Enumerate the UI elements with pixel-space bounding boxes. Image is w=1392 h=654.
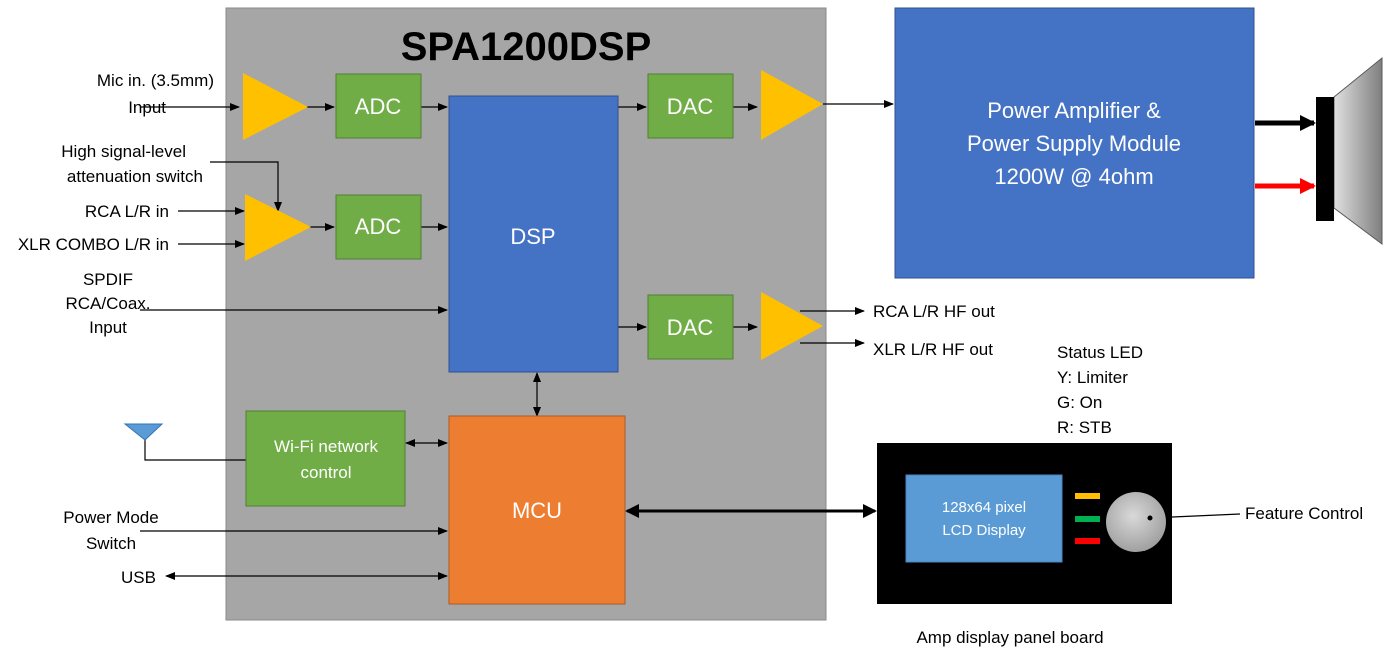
power-amp-block	[894, 7, 1255, 279]
mcu-block	[448, 415, 626, 605]
spdif-label-line2: RCA/Coax.	[65, 294, 150, 313]
mic-input-label-line1: Mic in. (3.5mm)	[97, 71, 214, 90]
antenna-icon	[123, 423, 164, 441]
status-led-red: R: STB	[1057, 418, 1112, 437]
dac-label-1: DAC	[667, 94, 714, 119]
rca-hf-out-label: RCA L/R HF out	[873, 302, 995, 321]
power-amp-label-line1: Power Amplifier &	[987, 98, 1161, 123]
status-led-title: Status LED	[1057, 343, 1143, 362]
power-amp-label-line3: 1200W @ 4ohm	[994, 164, 1153, 189]
xlr-hf-out-label: XLR L/R HF out	[873, 340, 993, 359]
lcd-label-line1: 128x64 pixel	[942, 499, 1026, 516]
line-input-amp-triangle	[245, 194, 311, 261]
dac-label-2: DAC	[667, 315, 714, 340]
mic-preamp-triangle	[243, 73, 308, 140]
signal-lines	[140, 100, 1316, 580]
status-led-green: G: On	[1057, 393, 1102, 412]
dac-block-1	[647, 73, 734, 139]
wifi-block	[245, 410, 406, 507]
adc-label-1: ADC	[355, 94, 402, 119]
led-yellow	[1075, 493, 1100, 499]
led-green	[1075, 516, 1100, 522]
power-mode-label-line2: Switch	[86, 534, 136, 553]
control-knob-dot	[1147, 515, 1153, 521]
feature-control-label: Feature Control	[1245, 504, 1363, 523]
spdif-label-line1: SPDIF	[83, 270, 133, 289]
power-mode-label-line1: Power Mode	[63, 508, 158, 527]
dac-block-2	[647, 294, 734, 360]
wifi-label-line2: control	[300, 463, 351, 482]
dsp-label: DSP	[510, 224, 555, 249]
panel-board-label: Amp display panel board	[916, 628, 1103, 647]
lcd-display	[905, 474, 1063, 563]
lcd-label-line2: LCD Display	[942, 522, 1026, 539]
rca-in-label: RCA L/R in	[85, 202, 169, 221]
status-led-yellow: Y: Limiter	[1057, 368, 1128, 387]
chassis-title: SPA1200DSP	[401, 25, 652, 69]
main-output-amp-triangle	[761, 70, 823, 140]
adc-block-1	[335, 73, 422, 139]
speaker-icon	[1316, 56, 1383, 245]
power-amp-label-line2: Power Supply Module	[967, 131, 1181, 156]
mcu-label: MCU	[512, 498, 562, 523]
adc-label-2: ADC	[355, 214, 402, 239]
dsp-block	[448, 95, 619, 373]
led-red	[1075, 538, 1100, 544]
control-knob	[1106, 492, 1166, 552]
wifi-label-line1: Wi-Fi network	[274, 437, 378, 456]
attenuation-label-line2: attenuation switch	[67, 167, 203, 186]
xlr-in-label: XLR COMBO L/R in	[18, 235, 169, 254]
hf-output-amp-triangle	[761, 292, 823, 360]
mic-input-label-line2: Input	[128, 98, 166, 117]
usb-label: USB	[121, 568, 156, 587]
spdif-label-line3: Input	[89, 318, 127, 337]
attenuation-label-line1: High signal-level	[61, 142, 186, 161]
adc-block-2	[335, 194, 422, 260]
